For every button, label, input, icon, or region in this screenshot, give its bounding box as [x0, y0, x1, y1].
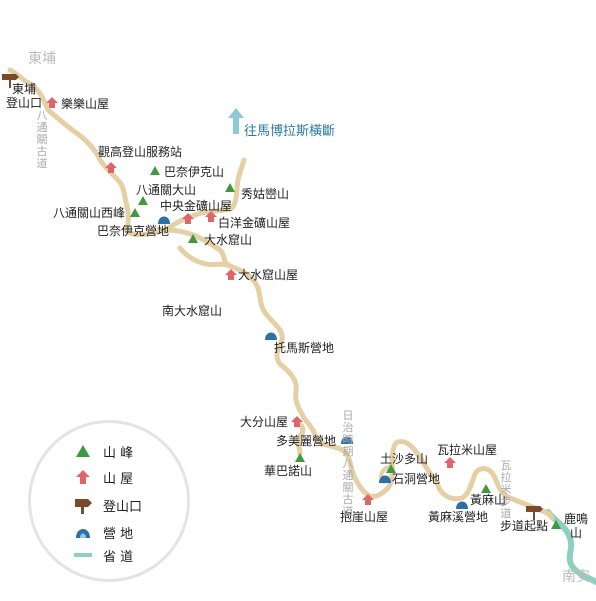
endpoint-label-dongpu: 東埔 [28, 51, 56, 67]
peak-label-batongguanwest: 八通關山西峰 [53, 206, 126, 220]
north-arrow-icon [228, 108, 244, 134]
camp-label-tuomasi: 托馬斯營地 [274, 341, 335, 355]
hut-icon [46, 97, 58, 108]
camp-label-shidong: 石洞營地 [392, 472, 441, 486]
trail-name-walami: 瓦拉米步道 [500, 459, 512, 520]
hut-label-dafen: 大分山屋 [240, 415, 289, 429]
trailhead-icon [2, 74, 19, 88]
peak-icon [386, 464, 396, 473]
branch-trail-south [177, 245, 233, 269]
peak-label-xiugu: 秀姑巒山 [241, 187, 290, 201]
peak-label-dashuiku: 大水窟山 [204, 233, 253, 247]
hut-icon [73, 467, 93, 487]
hut-label-dashuiku: 大水窟山屋 [238, 268, 299, 282]
legend-item-road: 省 道 [73, 545, 133, 565]
peak-icon [481, 484, 491, 493]
camp-icon [158, 216, 170, 224]
provincial-road [545, 509, 596, 585]
hut-icon [291, 416, 303, 427]
legend-item-trailhead: 登山口 [73, 495, 142, 515]
peak-label-luming: 鹿鳴 山 [564, 512, 589, 540]
peak-label-bainaiyike: 巴奈伊克山 [164, 165, 225, 179]
camp-icon [265, 332, 277, 340]
main-trail [7, 67, 555, 521]
camp-label-huangmaxi: 黃麻溪營地 [428, 510, 489, 524]
legend-item-peak: 山 峰 [73, 441, 133, 461]
peak-label-nandashuiku: 南大水窟山 [162, 304, 223, 318]
peak-label-batongguan: 八通關大山 [136, 183, 197, 197]
peak-icon [138, 196, 148, 205]
peak-icon [295, 453, 305, 462]
hut-label-zhongyang: 中央金礦山屋 [160, 199, 233, 213]
map-legend: 山 峰 山 屋 登山口 營 地 省 道 [28, 420, 190, 582]
peak-label-huabanuo: 華巴諾山 [264, 464, 313, 478]
hut-label-lele: 樂樂山屋 [61, 97, 110, 111]
hut-icon [182, 213, 194, 224]
camp-label-bainaiyike: 巴奈伊克營地 [97, 224, 170, 238]
trail-name-batong-old: 八通關古道 [36, 109, 48, 170]
peak-icon [73, 441, 93, 461]
road-icon [73, 545, 93, 565]
hut-label-walami: 瓦拉米山屋 [437, 443, 498, 457]
station-label-guangao: 觀高登山服務站 [98, 145, 183, 159]
branch-trail-dafen [293, 417, 306, 457]
legend-label-road: 省 道 [103, 549, 134, 565]
camp-icon [456, 501, 468, 509]
camp-icon [73, 522, 93, 542]
link-mabolasi[interactable]: 往馬博拉斯橫斷 [244, 124, 336, 139]
camp-label-duomeili: 多美麗營地 [276, 434, 337, 448]
hut-icon [105, 162, 117, 173]
legend-label-peak: 山 峰 [103, 445, 134, 461]
legend-label-trailhead: 登山口 [103, 499, 143, 515]
legend-item-hut: 山 屋 [73, 467, 133, 487]
trailhead-label-dongpu: 東埔 登山口 [6, 82, 43, 110]
hut-icon [205, 211, 217, 222]
peak-icon [130, 208, 140, 217]
hut-icon [362, 494, 374, 505]
camp-icon [379, 475, 391, 483]
hut-label-baiyang: 白洋金礦山屋 [218, 216, 291, 230]
hut-label-baoya: 抱崖山屋 [340, 510, 389, 524]
peak-icon [551, 520, 561, 529]
peak-label-tushaduo: 土沙多山 [380, 452, 429, 466]
peak-label-huangma: 黃麻山 [470, 493, 507, 507]
peak-icon [150, 166, 160, 175]
trailhead-icon [73, 495, 93, 515]
hut-icon [444, 457, 456, 468]
camp-icon [341, 436, 353, 444]
peak-icon [225, 183, 235, 192]
endpoint-label-nanan: 南安 [562, 569, 590, 585]
legend-label-hut: 山 屋 [103, 471, 134, 487]
peak-icon [188, 234, 198, 243]
trailhead-icon [526, 506, 543, 520]
legend-item-camp: 營 地 [73, 522, 133, 542]
trailhead-label-budao: 步道起點 [500, 519, 549, 533]
trail-name-rizhi-batong: 日治時期八通關古道 [342, 409, 354, 518]
hut-icon [225, 269, 237, 280]
legend-label-camp: 營 地 [103, 526, 134, 542]
